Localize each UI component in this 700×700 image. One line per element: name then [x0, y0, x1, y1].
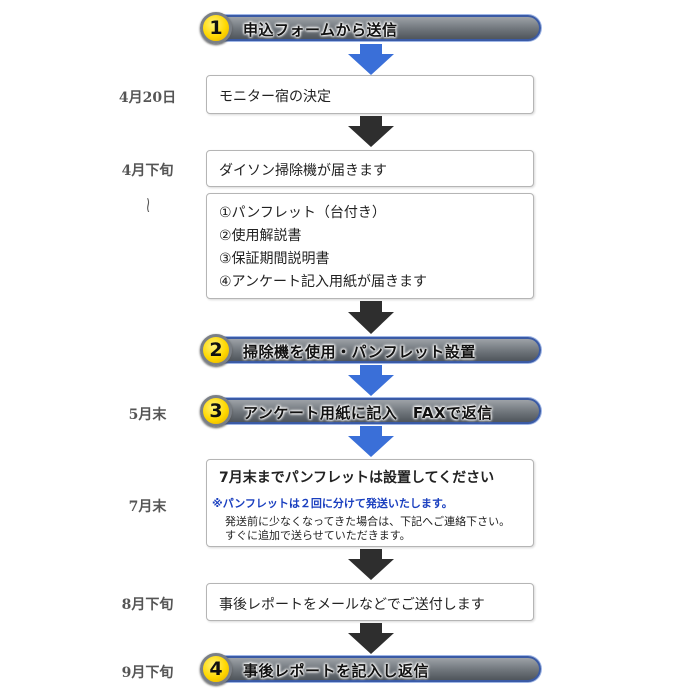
delivery-item-manual: ②使用解説書	[219, 228, 302, 244]
dark-down-arrow-4	[348, 623, 394, 654]
step-2-banner: 掃除機を使用・パンフレット設置	[205, 337, 541, 363]
range-tilde: ≀	[145, 193, 151, 218]
delivery-items-box: ①パンフレット（台付き） ②使用解説書 ③保証期間説明書 ④アンケート記入用紙が…	[206, 193, 534, 299]
delivery-item-warranty: ③保証期間説明書	[219, 251, 330, 267]
step-2-number-badge: 2	[200, 334, 232, 366]
monitor-decision-text: モニター宿の決定	[219, 89, 331, 105]
blue-down-arrow-3	[348, 426, 394, 457]
date-april-20: 4月20日	[118, 90, 177, 106]
pamphlet-instruction-box: 7月末までパンフレットは設置してください ※パンフレットは２回に分けて発送いたし…	[206, 459, 534, 547]
monitor-decision-box: モニター宿の決定	[206, 75, 534, 114]
step-3-label: アンケート用紙に記入 FAXで返信	[243, 404, 493, 422]
step-1-number-badge: 1	[200, 12, 232, 44]
report-send-text: 事後レポートをメールなどでご送付します	[219, 597, 485, 613]
date-july-end: 7月末	[128, 499, 167, 515]
date-august-late: 8月下旬	[121, 597, 174, 613]
step-3-number-badge: 3	[200, 395, 232, 427]
dyson-arrival-text: ダイソン掃除機が届きます	[219, 163, 387, 179]
dark-down-arrow-2	[348, 301, 394, 334]
step-4-number-badge: 4	[200, 653, 232, 685]
blue-down-arrow-1	[348, 44, 394, 75]
step-1-banner: 申込フォームから送信	[205, 15, 541, 41]
delivery-item-pamphlet: ①パンフレット（台付き）	[219, 205, 386, 221]
dyson-arrival-box: ダイソン掃除機が届きます	[206, 150, 534, 187]
pamphlet-note-line-2: すぐに追加で送らせていただきます。	[225, 529, 411, 542]
step-1-label: 申込フォームから送信	[243, 21, 398, 39]
step-4-label: 事後レポートを記入し返信	[243, 662, 430, 680]
step-3-banner: アンケート用紙に記入 FAXで返信	[205, 398, 541, 424]
date-september-late: 9月下旬	[121, 665, 174, 681]
step-4-banner: 事後レポートを記入し返信	[205, 656, 541, 682]
blue-down-arrow-2	[348, 365, 394, 396]
pamphlet-note-line-1: 発送前に少なくなってきた場合は、下記へご連絡下さい。	[225, 515, 511, 528]
pamphlet-note-blue: ※パンフレットは２回に分けて発送いたします。	[212, 497, 453, 510]
dark-down-arrow-3	[348, 549, 394, 580]
date-april-late: 4月下旬	[121, 163, 174, 179]
delivery-item-survey: ④アンケート記入用紙が届きます	[219, 274, 427, 290]
step-2-label: 掃除機を使用・パンフレット設置	[243, 343, 476, 361]
date-may-end: 5月末	[128, 407, 167, 423]
pamphlet-instruction-title: 7月末までパンフレットは設置してください	[219, 470, 495, 486]
report-send-box: 事後レポートをメールなどでご送付します	[206, 583, 534, 621]
dark-down-arrow-1	[348, 116, 394, 147]
